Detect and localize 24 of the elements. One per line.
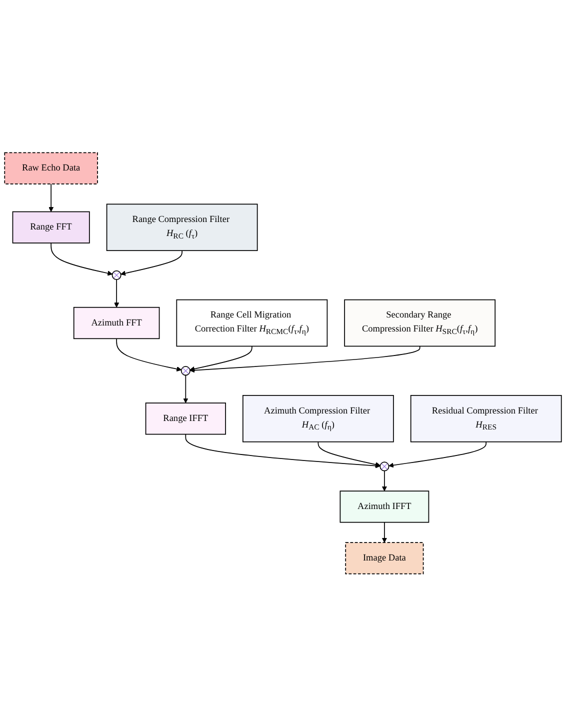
node-box: Range FFT: [12, 211, 90, 244]
node-box: Raw Echo Data: [4, 152, 98, 184]
arrow: [183, 374, 188, 403]
arrow: [190, 346, 252, 372]
node-box: Range Compression Filter H$_{RC}$ (f$_{τ}$): [106, 203, 258, 251]
arrow: [382, 522, 387, 543]
node-box: Secondary Range Compression Filter H$_{SRC}$(f$_{τ}$,f$_{η}$): [344, 299, 496, 346]
node-box: Image Data: [345, 542, 424, 574]
arrow: [318, 441, 380, 467]
node-box: Range IFFT: [145, 402, 226, 434]
node-box: Azimuth FFT: [73, 306, 160, 339]
arrow: [382, 470, 387, 492]
arrow: [114, 278, 120, 308]
node-box: Range Cell Migration Correction Filter H$_{RCMC}$(f$_{τ}$,f$_{η}$): [176, 299, 328, 346]
arrow: [190, 346, 420, 373]
arrow: [388, 441, 487, 468]
node-box: Azimuth Compression Filter H$_{AC}$ (f$_{η}$): [242, 394, 394, 442]
arrow: [120, 250, 182, 276]
arrow: [50, 242, 113, 276]
node-box: Azimuth IFFT: [340, 490, 430, 522]
arrow: [185, 434, 380, 468]
arrow: [116, 338, 182, 372]
node-box: Residual Compression Filter H$_{RES}$: [410, 394, 562, 442]
arrow: [48, 183, 54, 212]
